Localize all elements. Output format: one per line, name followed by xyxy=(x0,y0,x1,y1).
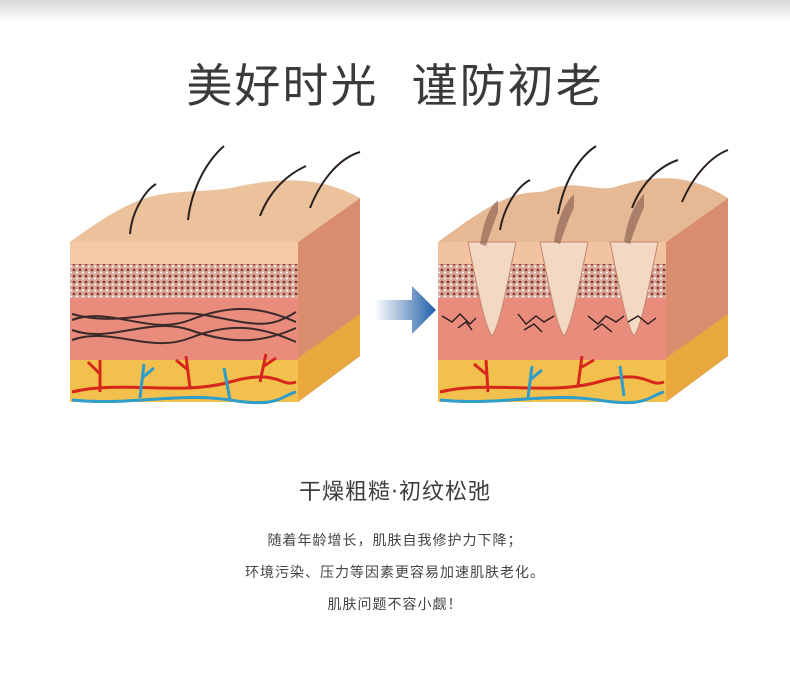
description-line-3: 肌肤问题不容小觑！ xyxy=(327,597,463,613)
skin-cross-section-healthy xyxy=(70,145,361,405)
top-shadow xyxy=(0,0,790,22)
description-line-2: 环境污染、压力等因素更容易加速肌肤老化。 xyxy=(245,565,545,581)
description-line-1: 随着年龄增长，肌肤自我修护力下降； xyxy=(267,533,523,549)
skin-cross-section-aged xyxy=(438,145,729,405)
subtitle: 干燥粗糙·初纹松弛 xyxy=(299,480,491,505)
skin-comparison-illustration xyxy=(70,145,729,405)
right-arrow-icon xyxy=(374,286,436,334)
headline: 美好时光 谨防初老 xyxy=(186,59,604,113)
